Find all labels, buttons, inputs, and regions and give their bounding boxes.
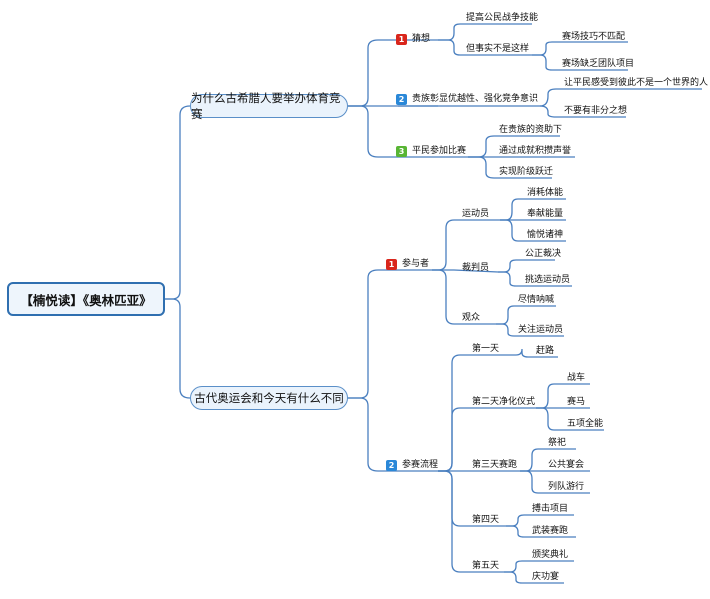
branch-commoners[interactable]: 3 平民参加比赛 (396, 145, 466, 157)
topic-class-mobility[interactable]: 实现阶级跃迁 (499, 167, 554, 177)
topic-follow-athletes[interactable]: 关注运动员 (518, 325, 564, 335)
topic-pentathlon[interactable]: 五项全能 (567, 419, 604, 429)
topic-combat-events[interactable]: 搏击项目 (532, 504, 569, 514)
priority-1-marker: 1 (386, 259, 397, 270)
topic-sacrifice[interactable]: 祭祀 (548, 438, 567, 448)
topic-athletes[interactable]: 运动员 (462, 209, 490, 219)
topic-no-ambition[interactable]: 不要有非分之想 (564, 106, 628, 116)
topic-day-4[interactable]: 第四天 (472, 515, 500, 525)
topic-cheer[interactable]: 尽情呐喊 (518, 295, 555, 305)
topic-procession[interactable]: 列队游行 (548, 482, 585, 492)
branch-label: 参与者 (402, 259, 430, 269)
priority-2-marker: 2 (386, 460, 397, 471)
topic-public-feast[interactable]: 公共宴会 (548, 460, 585, 470)
branch-label: 平民参加比赛 (412, 146, 467, 156)
branch-nobility[interactable]: 2 贵族彰显优越性、强化竞争意识 (396, 93, 538, 105)
topic-not-true[interactable]: 但事实不是这样 (466, 44, 530, 54)
main-topic-label: 为什么古希腊人要举办体育竞赛 (191, 91, 341, 121)
priority-2-marker: 2 (396, 94, 407, 105)
topic-dedicate-energy[interactable]: 奉献能量 (527, 209, 564, 219)
topic-consume-energy[interactable]: 消耗体能 (527, 188, 564, 198)
topic-please-gods[interactable]: 愉悦诸神 (527, 230, 564, 240)
branch-label: 参赛流程 (402, 460, 439, 470)
branch-label: 贵族彰显优越性、强化竞争意识 (412, 94, 539, 104)
topic-skill-mismatch[interactable]: 赛场技巧不匹配 (562, 32, 626, 42)
main-topic-label: 古代奥运会和今天有什么不同 (194, 391, 344, 405)
branch-process[interactable]: 2 参赛流程 (386, 459, 438, 471)
branch-guess[interactable]: 1 猜想 (396, 33, 430, 45)
topic-horse-race[interactable]: 赛马 (567, 397, 586, 407)
topic-chariot[interactable]: 战车 (567, 373, 586, 383)
topic-armed-race[interactable]: 武装赛跑 (532, 526, 569, 536)
priority-1-marker: 1 (396, 34, 407, 45)
topic-combat-skills[interactable]: 提高公民战争技能 (466, 13, 539, 23)
topic-fair-ruling[interactable]: 公正裁决 (525, 249, 562, 259)
topic-day-5[interactable]: 第五天 (472, 561, 500, 571)
priority-3-marker: 3 (396, 146, 407, 157)
topic-award-ceremony[interactable]: 颁奖典礼 (532, 550, 569, 560)
main-topic-why-games[interactable]: 为什么古希腊人要举办体育竞赛 (190, 91, 348, 121)
topic-reputation[interactable]: 通过成就积攒声誉 (499, 146, 572, 156)
main-topic-differences[interactable]: 古代奥运会和今天有什么不同 (190, 386, 348, 410)
topic-audience[interactable]: 观众 (462, 313, 481, 323)
branch-participants[interactable]: 1 参与者 (386, 258, 429, 270)
topic-day-1[interactable]: 第一天 (472, 344, 500, 354)
root-topic-label: 【楠悦读】《奥林匹亚》 (20, 292, 152, 308)
topic-select-athletes[interactable]: 挑选运动员 (525, 275, 571, 285)
topic-judges[interactable]: 裁判员 (462, 263, 490, 273)
root-topic[interactable]: 【楠悦读】《奥林匹亚》 (7, 282, 165, 316)
topic-no-team-events[interactable]: 赛场缺乏团队项目 (562, 59, 635, 69)
topic-sponsorship[interactable]: 在贵族的资助下 (499, 125, 563, 135)
topic-travel[interactable]: 赶路 (536, 346, 555, 356)
topic-celebration-feast[interactable]: 庆功宴 (532, 572, 560, 582)
topic-different-worlds[interactable]: 让平民感受到彼此不是一个世界的人 (564, 78, 709, 88)
topic-day-2[interactable]: 第二天净化仪式 (472, 397, 536, 407)
branch-label: 猜想 (412, 34, 431, 44)
topic-day-3[interactable]: 第三天赛跑 (472, 460, 518, 470)
